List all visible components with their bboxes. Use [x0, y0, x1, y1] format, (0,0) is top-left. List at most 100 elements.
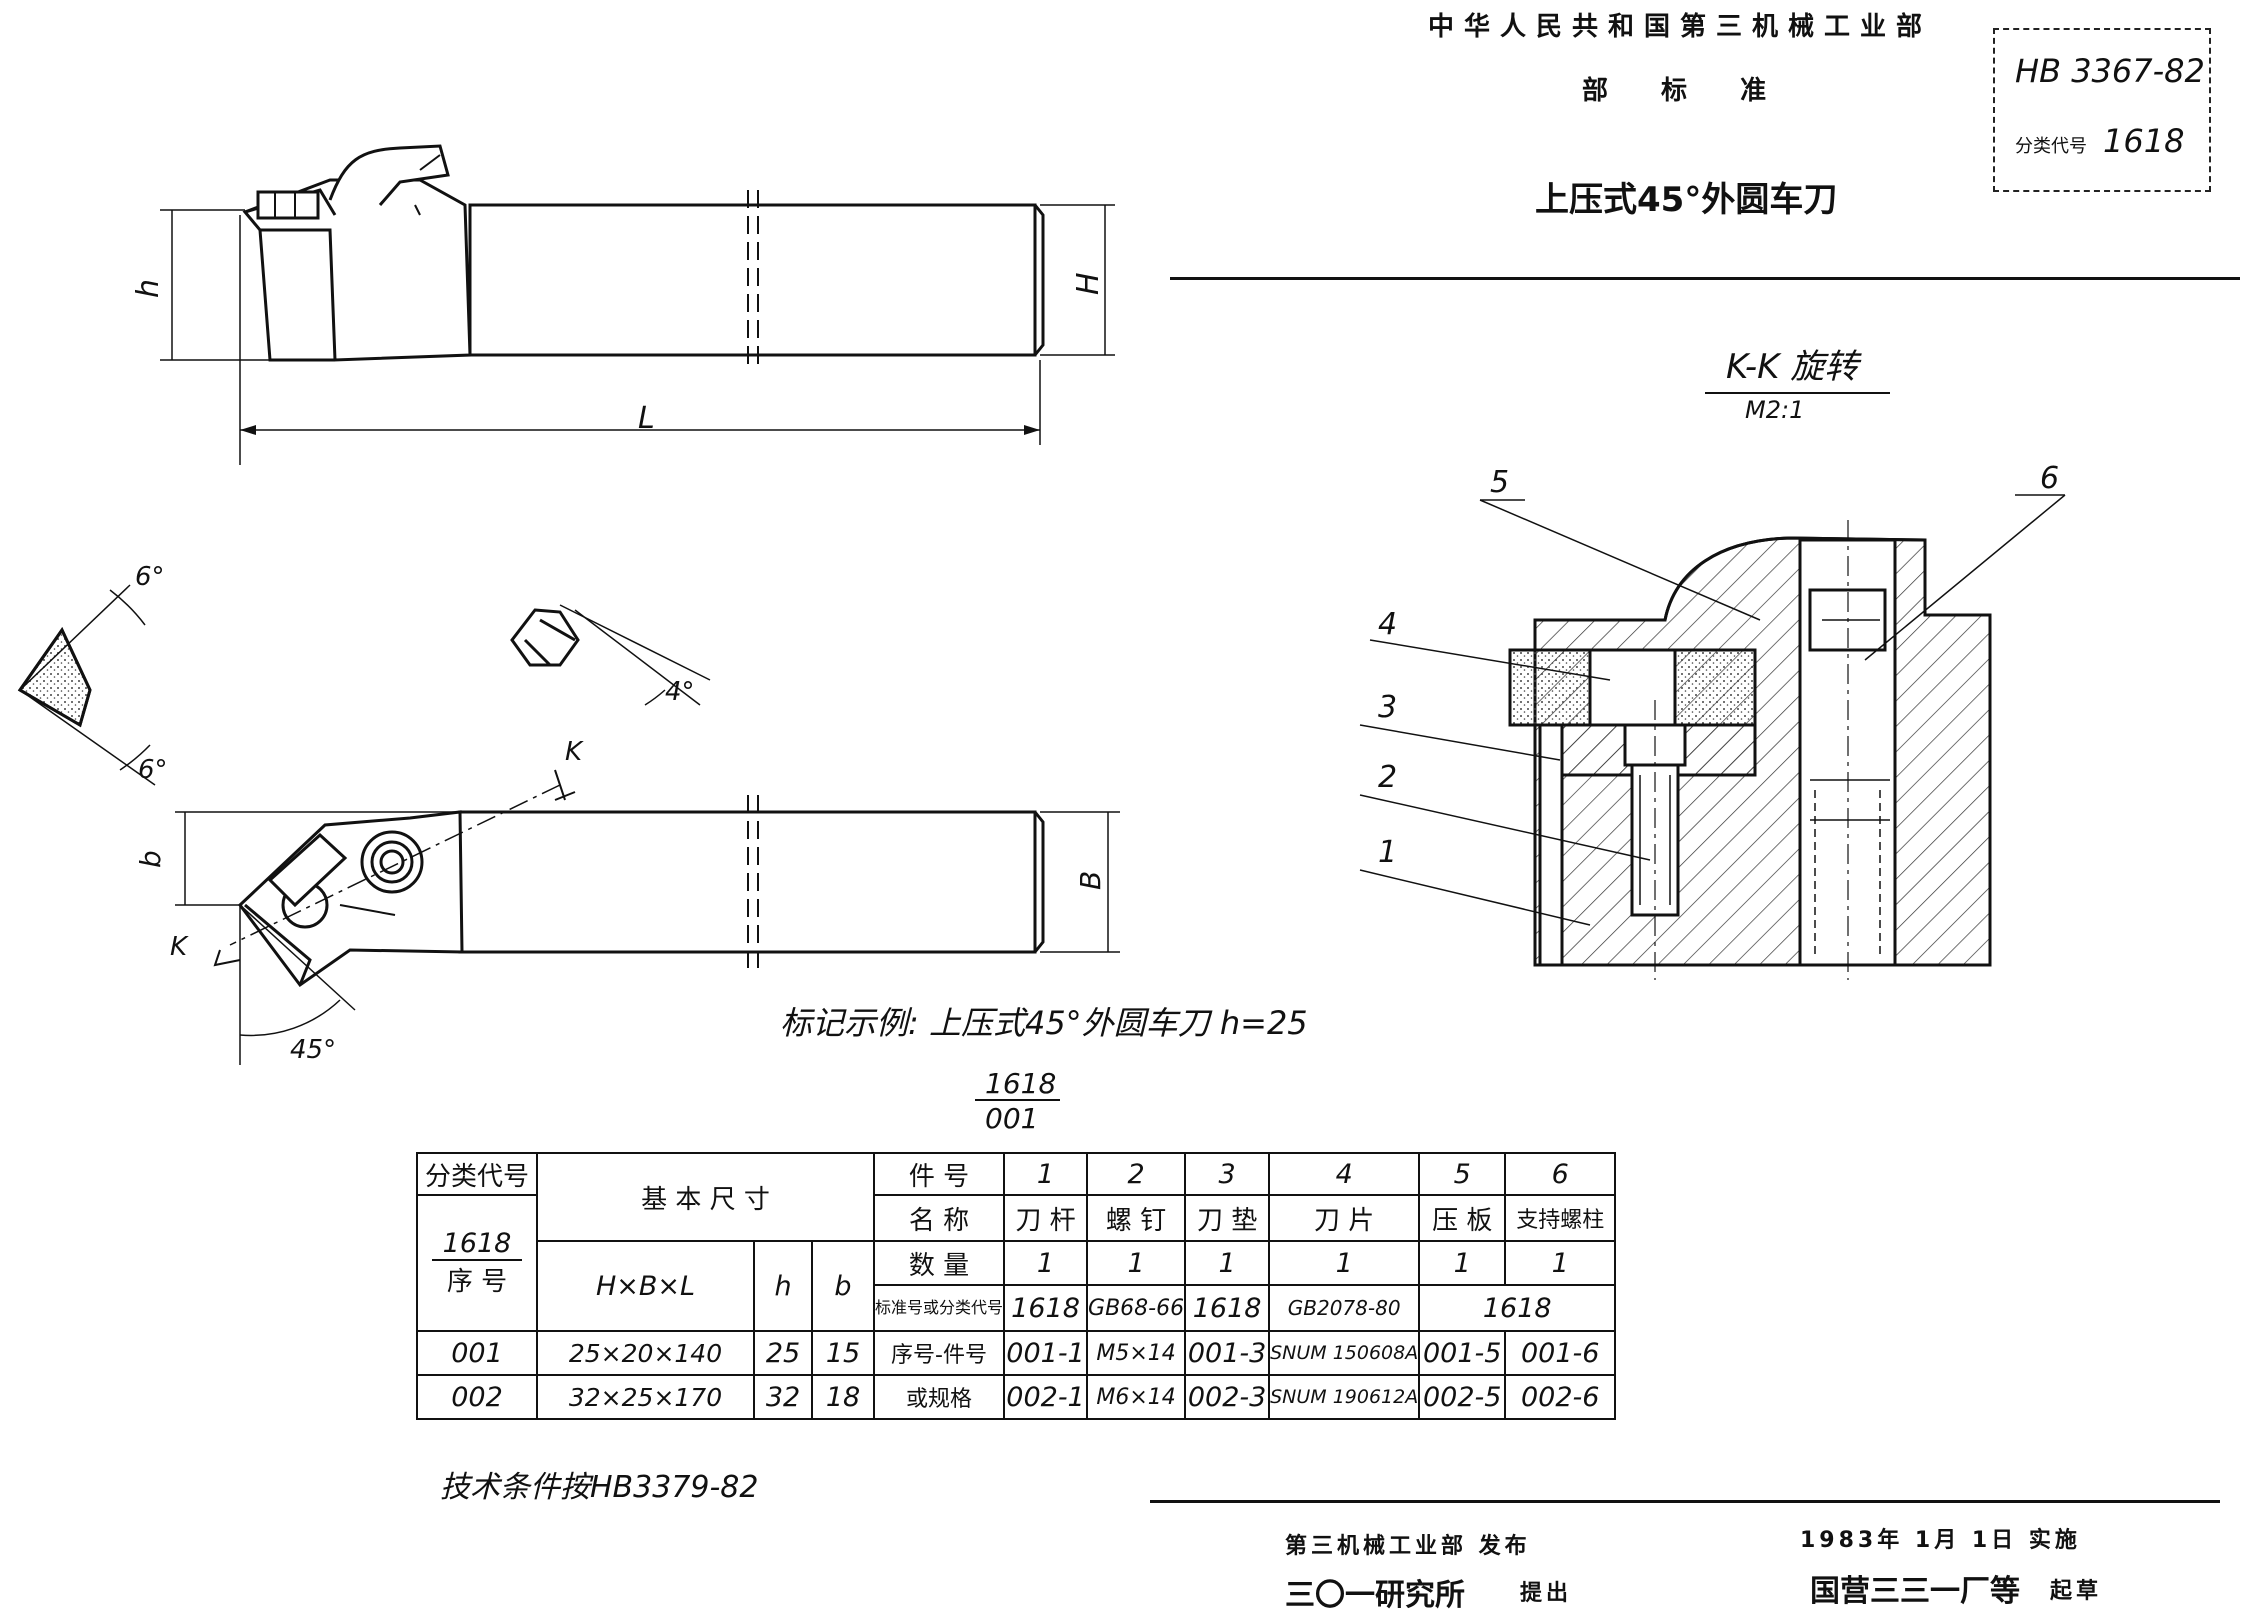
proposer-suffix: 提出	[1520, 1581, 1573, 1606]
part-no-3: 3	[1184, 1152, 1271, 1196]
name-3: 刀 垫	[1184, 1194, 1271, 1242]
part-no-6: 6	[1504, 1152, 1617, 1196]
angle-45: 45°	[290, 1035, 336, 1065]
spec-table: 分类代号 基 本 尺 寸 件 号 1 2 3 4 5 6 1618 序 号 名 …	[416, 1152, 1617, 1420]
row2-hbl: 32×25×170	[536, 1374, 755, 1420]
std-4: GB2078-80	[1268, 1284, 1421, 1332]
b-header: b	[811, 1240, 875, 1332]
name-2: 螺 钉	[1086, 1194, 1187, 1242]
callout-6: 6	[2040, 461, 2059, 496]
name-label: 名 称	[872, 1194, 1006, 1242]
callout-4: 4	[1378, 607, 1397, 642]
row1-part-2: M5×14	[1086, 1330, 1187, 1376]
dim-B-label: B	[1074, 871, 1107, 890]
spec-label: 或规格	[872, 1374, 1006, 1420]
tech-conditions: 技术条件按HB3379-82	[440, 1470, 759, 1505]
seqpart-label: 序号-件号	[872, 1330, 1006, 1376]
section-mark-k-upper: K	[565, 737, 584, 767]
section-title: K-K 旋转	[1726, 347, 1862, 387]
proposer: 三〇一研究所	[1285, 1578, 1465, 1613]
row1-part-1: 001-1	[1003, 1330, 1089, 1376]
name-1: 刀 杆	[1003, 1194, 1089, 1242]
standard-level: 部 标 准	[1582, 76, 1789, 106]
dim-L-label: L	[638, 401, 655, 436]
qty-2: 1	[1086, 1240, 1187, 1286]
callout-5: 5	[1490, 465, 1509, 500]
section-mark-k-lower: K	[170, 932, 189, 962]
std-label: 标准号或分类代号	[872, 1284, 1006, 1332]
code-denominator: 001	[985, 1102, 1038, 1135]
seq-header: 序 号	[446, 1267, 508, 1297]
callout-3: 3	[1378, 690, 1397, 725]
std-1: 1618	[1003, 1284, 1089, 1332]
qty-6: 1	[1504, 1240, 1617, 1286]
row1-seq: 001	[416, 1330, 538, 1376]
row2-h: 32	[753, 1374, 813, 1420]
ministry-header: 中华人民共和国第三机械工业部	[1428, 12, 1933, 42]
std-2: GB68-66	[1086, 1284, 1187, 1332]
row2-part-2: M6×14	[1086, 1374, 1187, 1420]
part-no-4: 4	[1268, 1152, 1421, 1196]
qty-3: 1	[1184, 1240, 1271, 1286]
std-5-6: 1618	[1418, 1284, 1617, 1332]
drafter: 国营三三一厂等	[1810, 1574, 2020, 1609]
table-class-code-value: 1618	[432, 1228, 522, 1261]
marking-example: 标记示例: 上压式45°外圆车刀 h=25	[780, 1004, 1308, 1042]
hbl-header: H×B×L	[536, 1240, 755, 1332]
row2-seq: 002	[416, 1374, 538, 1420]
page-title: 上压式45°外圆车刀	[1535, 180, 1838, 220]
row2-part-5: 002-5	[1418, 1374, 1507, 1420]
standard-code: HB 3367-82	[2015, 52, 2205, 90]
row2-part-6: 002-6	[1504, 1374, 1617, 1420]
footer-rule	[1150, 1500, 2220, 1503]
row1-b: 15	[811, 1330, 875, 1376]
standard-number-box: HB 3367-82 分类代号 1618	[1993, 28, 2211, 192]
part-no-5: 5	[1418, 1152, 1507, 1196]
section-view	[1359, 494, 2066, 980]
qty-5: 1	[1418, 1240, 1507, 1286]
row1-part-6: 001-6	[1504, 1330, 1617, 1376]
angle-4: 4°	[665, 677, 695, 707]
qty-4: 1	[1268, 1240, 1421, 1286]
name-6: 支持螺柱	[1504, 1194, 1617, 1242]
class-code-cell: 1618 序 号	[416, 1194, 538, 1332]
row1-part-4: SNUM 150608A	[1268, 1330, 1421, 1376]
row2-part-4: SNUM 190612A	[1268, 1374, 1421, 1420]
class-code-label: 分类代号	[2015, 136, 2087, 157]
callout-1: 1	[1378, 835, 1397, 870]
h-header: h	[753, 1240, 813, 1332]
effective-date: 1983年 1月 1日 实施	[1800, 1528, 2081, 1553]
row2-part-1: 002-1	[1003, 1374, 1089, 1420]
basic-dims-header: 基 本 尺 寸	[536, 1152, 875, 1242]
qty-label: 数 量	[872, 1240, 1006, 1286]
part-no-1: 1	[1003, 1152, 1089, 1196]
angle-6-lower: 6°	[138, 755, 168, 785]
issuer: 第三机械工业部 发布	[1285, 1534, 1531, 1559]
front-view	[160, 144, 1115, 465]
callout-2: 2	[1378, 760, 1397, 795]
header-rule	[1170, 277, 2240, 280]
class-code-value: 1618	[2103, 122, 2185, 160]
drafter-suffix: 起草	[2050, 1579, 2103, 1604]
row1-h: 25	[753, 1330, 813, 1376]
name-4: 刀 片	[1268, 1194, 1421, 1242]
angle-6-upper: 6°	[135, 562, 165, 592]
part-no-2: 2	[1086, 1152, 1187, 1196]
part-no-label: 件 号	[872, 1152, 1006, 1196]
dim-H-label: H	[1071, 272, 1106, 295]
row1-part-3: 001-3	[1184, 1330, 1271, 1376]
top-view	[17, 584, 1120, 1065]
dim-b-label: b	[134, 850, 167, 868]
row2-part-3: 002-3	[1184, 1374, 1271, 1420]
class-code-header: 分类代号	[416, 1152, 538, 1196]
dim-h-label: h	[131, 279, 166, 298]
row2-b: 18	[811, 1374, 875, 1420]
section-scale: M2:1	[1745, 396, 1804, 424]
qty-1: 1	[1003, 1240, 1089, 1286]
row1-hbl: 25×20×140	[536, 1330, 755, 1376]
code-numerator: 1618	[985, 1067, 1056, 1100]
row1-part-5: 001-5	[1418, 1330, 1507, 1376]
name-5: 压 板	[1418, 1194, 1507, 1242]
std-3: 1618	[1184, 1284, 1271, 1332]
